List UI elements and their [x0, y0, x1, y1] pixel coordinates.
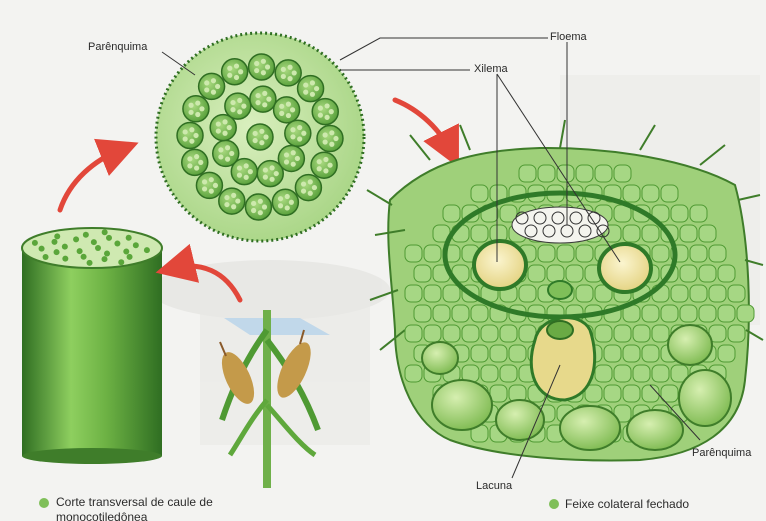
label-floema: Floema — [550, 31, 587, 43]
bundle — [247, 124, 273, 150]
bundle — [213, 140, 239, 166]
caption-dot-left — [39, 498, 49, 508]
vascular-bundle-detail — [367, 120, 763, 460]
caption-left: Corte transversal de caule de monocotile… — [56, 495, 213, 521]
bundle — [177, 122, 203, 148]
disc-vascular-bundles — [177, 54, 343, 220]
bundle — [183, 96, 209, 122]
bundle — [312, 99, 338, 125]
bundle — [275, 60, 301, 86]
caption-left-line2: monocotiledônea — [56, 510, 213, 521]
cross-section-disc — [156, 33, 364, 241]
xylem-vessel-right — [599, 244, 651, 292]
stem-cylinder — [22, 228, 162, 464]
caption-dot-right — [549, 499, 559, 509]
label-lacuna: Lacuna — [476, 480, 512, 492]
bundle — [298, 76, 324, 102]
label-parenquima-top: Parênquima — [88, 41, 147, 53]
bundle — [285, 120, 311, 146]
bundle — [222, 59, 248, 85]
bundle — [272, 189, 298, 215]
caption-right: Feixe colateral fechado — [565, 497, 689, 512]
bundle — [295, 175, 321, 201]
bundle — [199, 73, 225, 99]
bundle — [196, 172, 222, 198]
caption-left-line1: Corte transversal de caule de — [56, 495, 213, 510]
bundle — [317, 126, 343, 152]
bundle — [257, 161, 283, 187]
bundle — [249, 54, 275, 80]
label-parenquima-right: Parênquima — [692, 447, 751, 459]
bundle — [274, 97, 300, 123]
bundle — [219, 188, 245, 214]
bundle — [250, 86, 276, 112]
bundle — [311, 152, 337, 178]
bundle — [225, 93, 251, 119]
phloem — [512, 207, 609, 243]
bundle — [182, 149, 208, 175]
xylem-vessel-left — [474, 241, 526, 289]
label-xilema: Xilema — [474, 63, 508, 75]
bundle — [245, 194, 271, 220]
